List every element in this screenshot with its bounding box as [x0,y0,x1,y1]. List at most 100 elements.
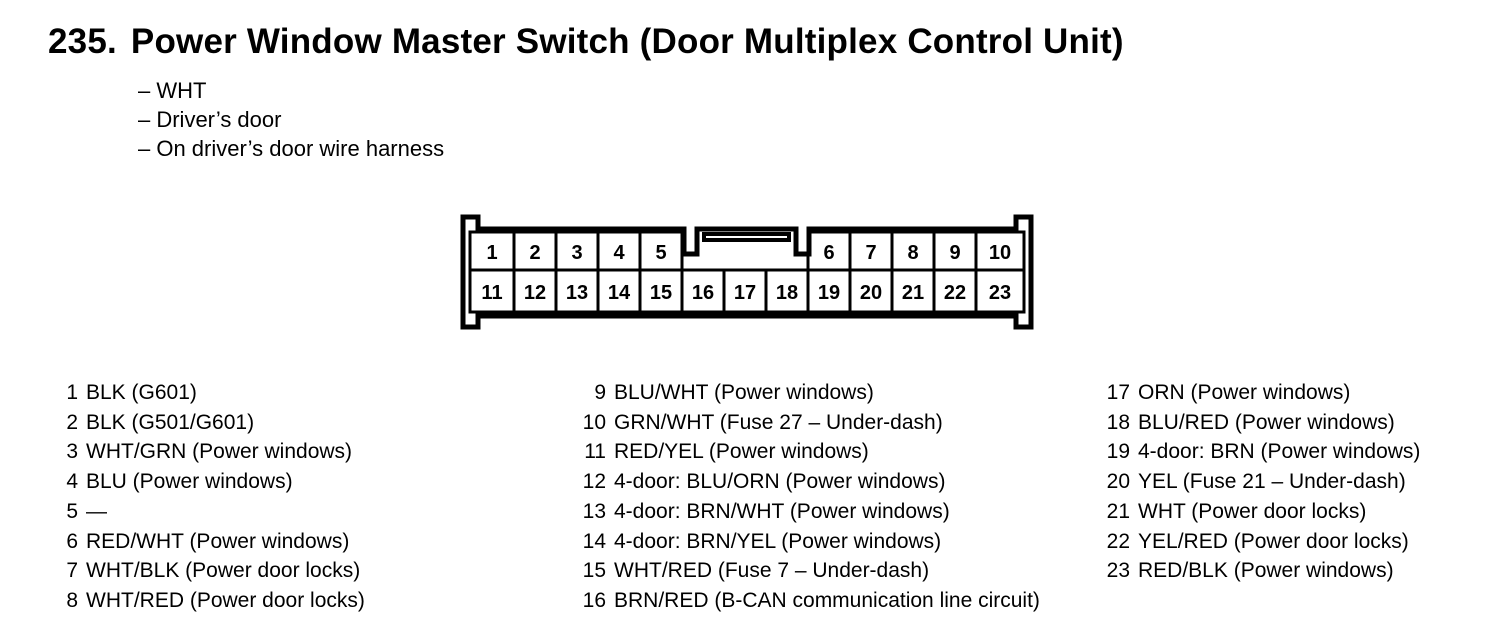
pin-description: YEL (Fuse 21 – Under-dash) [1138,470,1406,494]
connector-info: – WHT – Driver’s door – On driver’s door… [138,76,444,163]
pin-cavity-label: 19 [818,282,840,304]
pin-cavity-label: 14 [608,282,631,304]
pin-description: WHT/RED (Fuse 7 – Under-dash) [614,559,930,583]
pin-row: 7 WHT/BLK (Power door locks) [52,556,365,586]
pin-number: 5 [66,499,78,523]
pin-number: 19 [1106,440,1130,464]
pin-cavity-label: 12 [524,282,546,304]
pin-cavity-label: 17 [734,282,756,304]
pin-number: 9 [594,381,606,404]
pin-description: BLK (G501/G601) [86,410,255,434]
pin-description: ORN (Power windows) [1138,381,1351,404]
pin-number: 12 [582,470,606,494]
pin-cavity-label: 6 [823,242,834,264]
pin-description: WHT (Power door locks) [1138,499,1367,523]
pin-number: 7 [66,559,78,583]
pin-cavity-label: 7 [865,242,876,264]
pin-description: 4-door: BRN (Power windows) [1138,440,1421,464]
pin-number: 18 [1106,410,1130,434]
connector-color: – WHT [138,78,207,103]
pin-description: 4-door: BLU/ORN (Power windows) [614,470,946,494]
pin-row: 16 BRN/RED (B-CAN communication line circ… [572,586,1040,616]
pin-description: BLU/RED (Power windows) [1138,410,1395,434]
pin-number: 21 [1106,499,1130,523]
pin-row: 5— [52,497,365,527]
pin-description: BLK (G601) [86,381,197,404]
pin-description: BLU (Power windows) [86,470,293,494]
pin-description: RED/YEL (Power windows) [614,440,869,464]
pin-row: 4 BLU (Power windows) [52,467,365,497]
pin-number: 11 [584,440,606,464]
section-number: 235. [48,22,117,61]
pin-cavity-label: 16 [692,282,714,304]
pin-description: WHT/RED (Power door locks) [86,588,365,612]
pin-description: WHT/GRN (Power windows) [86,440,353,464]
pin-cavity-label: 8 [907,242,918,264]
pin-row: 15 WHT/RED (Fuse 7 – Under-dash) [572,556,1040,586]
pin-cavity-label: 3 [571,242,582,264]
pin-description: BLU/WHT (Power windows) [614,381,874,404]
connector-housing [460,214,1034,330]
pin-cavity-label: 4 [613,242,625,264]
pin-row: 19 4-door: BRN (Power windows) [1098,437,1421,467]
pin-number: 10 [582,410,606,434]
pin-description: 4-door: BRN/WHT (Power windows) [614,499,950,523]
pin-cavity-label: 22 [944,282,966,304]
pin-cavity-label: 5 [655,242,666,264]
pin-row: 3 WHT/GRN (Power windows) [52,437,365,467]
pin-description: YEL/RED (Power door locks) [1138,529,1409,553]
cavity-grid-top [469,231,1025,271]
pin-description: WHT/BLK (Power door locks) [86,559,361,583]
pin-number: 4 [66,470,78,494]
pin-number: 8 [66,588,78,612]
page-title: 235. Power Window Master Switch (Door Mul… [48,22,1124,62]
pin-cavity [638,230,684,272]
pin-row: 21 WHT (Power door locks) [1098,497,1420,527]
pin-row: 23 RED/BLK (Power windows) [1098,556,1420,586]
pin-row: 8 WHT/RED (Power door locks) [52,586,365,616]
pin-description: BRN/RED (B-CAN communication line circui… [614,588,1040,612]
pin-cavity-label: 21 [902,282,924,304]
pin-row: 9 BLU/WHT (Power windows) [572,378,1040,408]
pin-number: 15 [582,559,606,583]
pin-number: 16 [582,588,606,612]
pin-cavity-label: 2 [529,242,540,264]
pin-row: 10 GRN/WHT (Fuse 27 – Under-dash) [572,408,1040,438]
pin-row: 1 BLK (G601) [52,378,365,408]
pin-cavity [974,230,1026,272]
pin-row: 12 4-door: BLU/ORN (Power windows) [572,467,1040,497]
pin-number: 17 [1106,381,1130,404]
pin-list-column-2: 9 BLU/WHT (Power windows) 10 GRN/WHT (Fuse … [572,378,1040,616]
title-text: Power Window Master Switch (Door Multipl… [130,22,1124,61]
connector-key [702,232,791,242]
pin-number: 14 [582,529,606,553]
pin-row: 2 BLK (G501/G601) [52,408,365,438]
pin-cavity-label: 18 [776,282,798,304]
pin-number: 22 [1106,529,1130,553]
pin-description: — [86,499,107,523]
pin-cavity-label: 10 [989,242,1011,264]
pin-cavity-label: 11 [481,282,502,304]
pin-cavity-label: 13 [566,282,588,304]
pin-description: 4-door: BRN/YEL (Power windows) [614,529,942,553]
pin-cavity-label: 15 [650,282,672,304]
pin-list-column-1: 1 BLK (G601) 2 BLK (G501/G601) 3 WHT/GRN (Pow… [52,378,365,616]
pin-number: 23 [1106,559,1130,583]
pin-cavity-label: 1 [486,242,497,264]
pin-number: 2 [66,410,78,434]
pin-description: RED/BLK (Power windows) [1138,559,1394,583]
pin-cavity-label: 20 [860,282,882,304]
pin-row: 14 4-door: BRN/YEL (Power windows) [572,527,1040,557]
pin-number: 3 [66,440,78,464]
pin-description: GRN/WHT (Fuse 27 – Under-dash) [614,410,943,434]
pin-cavity-label: 9 [949,242,960,264]
connector-location: – Driver’s door [138,107,282,132]
pin-number: 1 [66,381,78,404]
pin-number: 6 [66,529,78,553]
pin-row: 22 YEL/RED (Power door locks) [1098,527,1420,557]
connector-harness: – On driver’s door wire harness [138,136,445,161]
